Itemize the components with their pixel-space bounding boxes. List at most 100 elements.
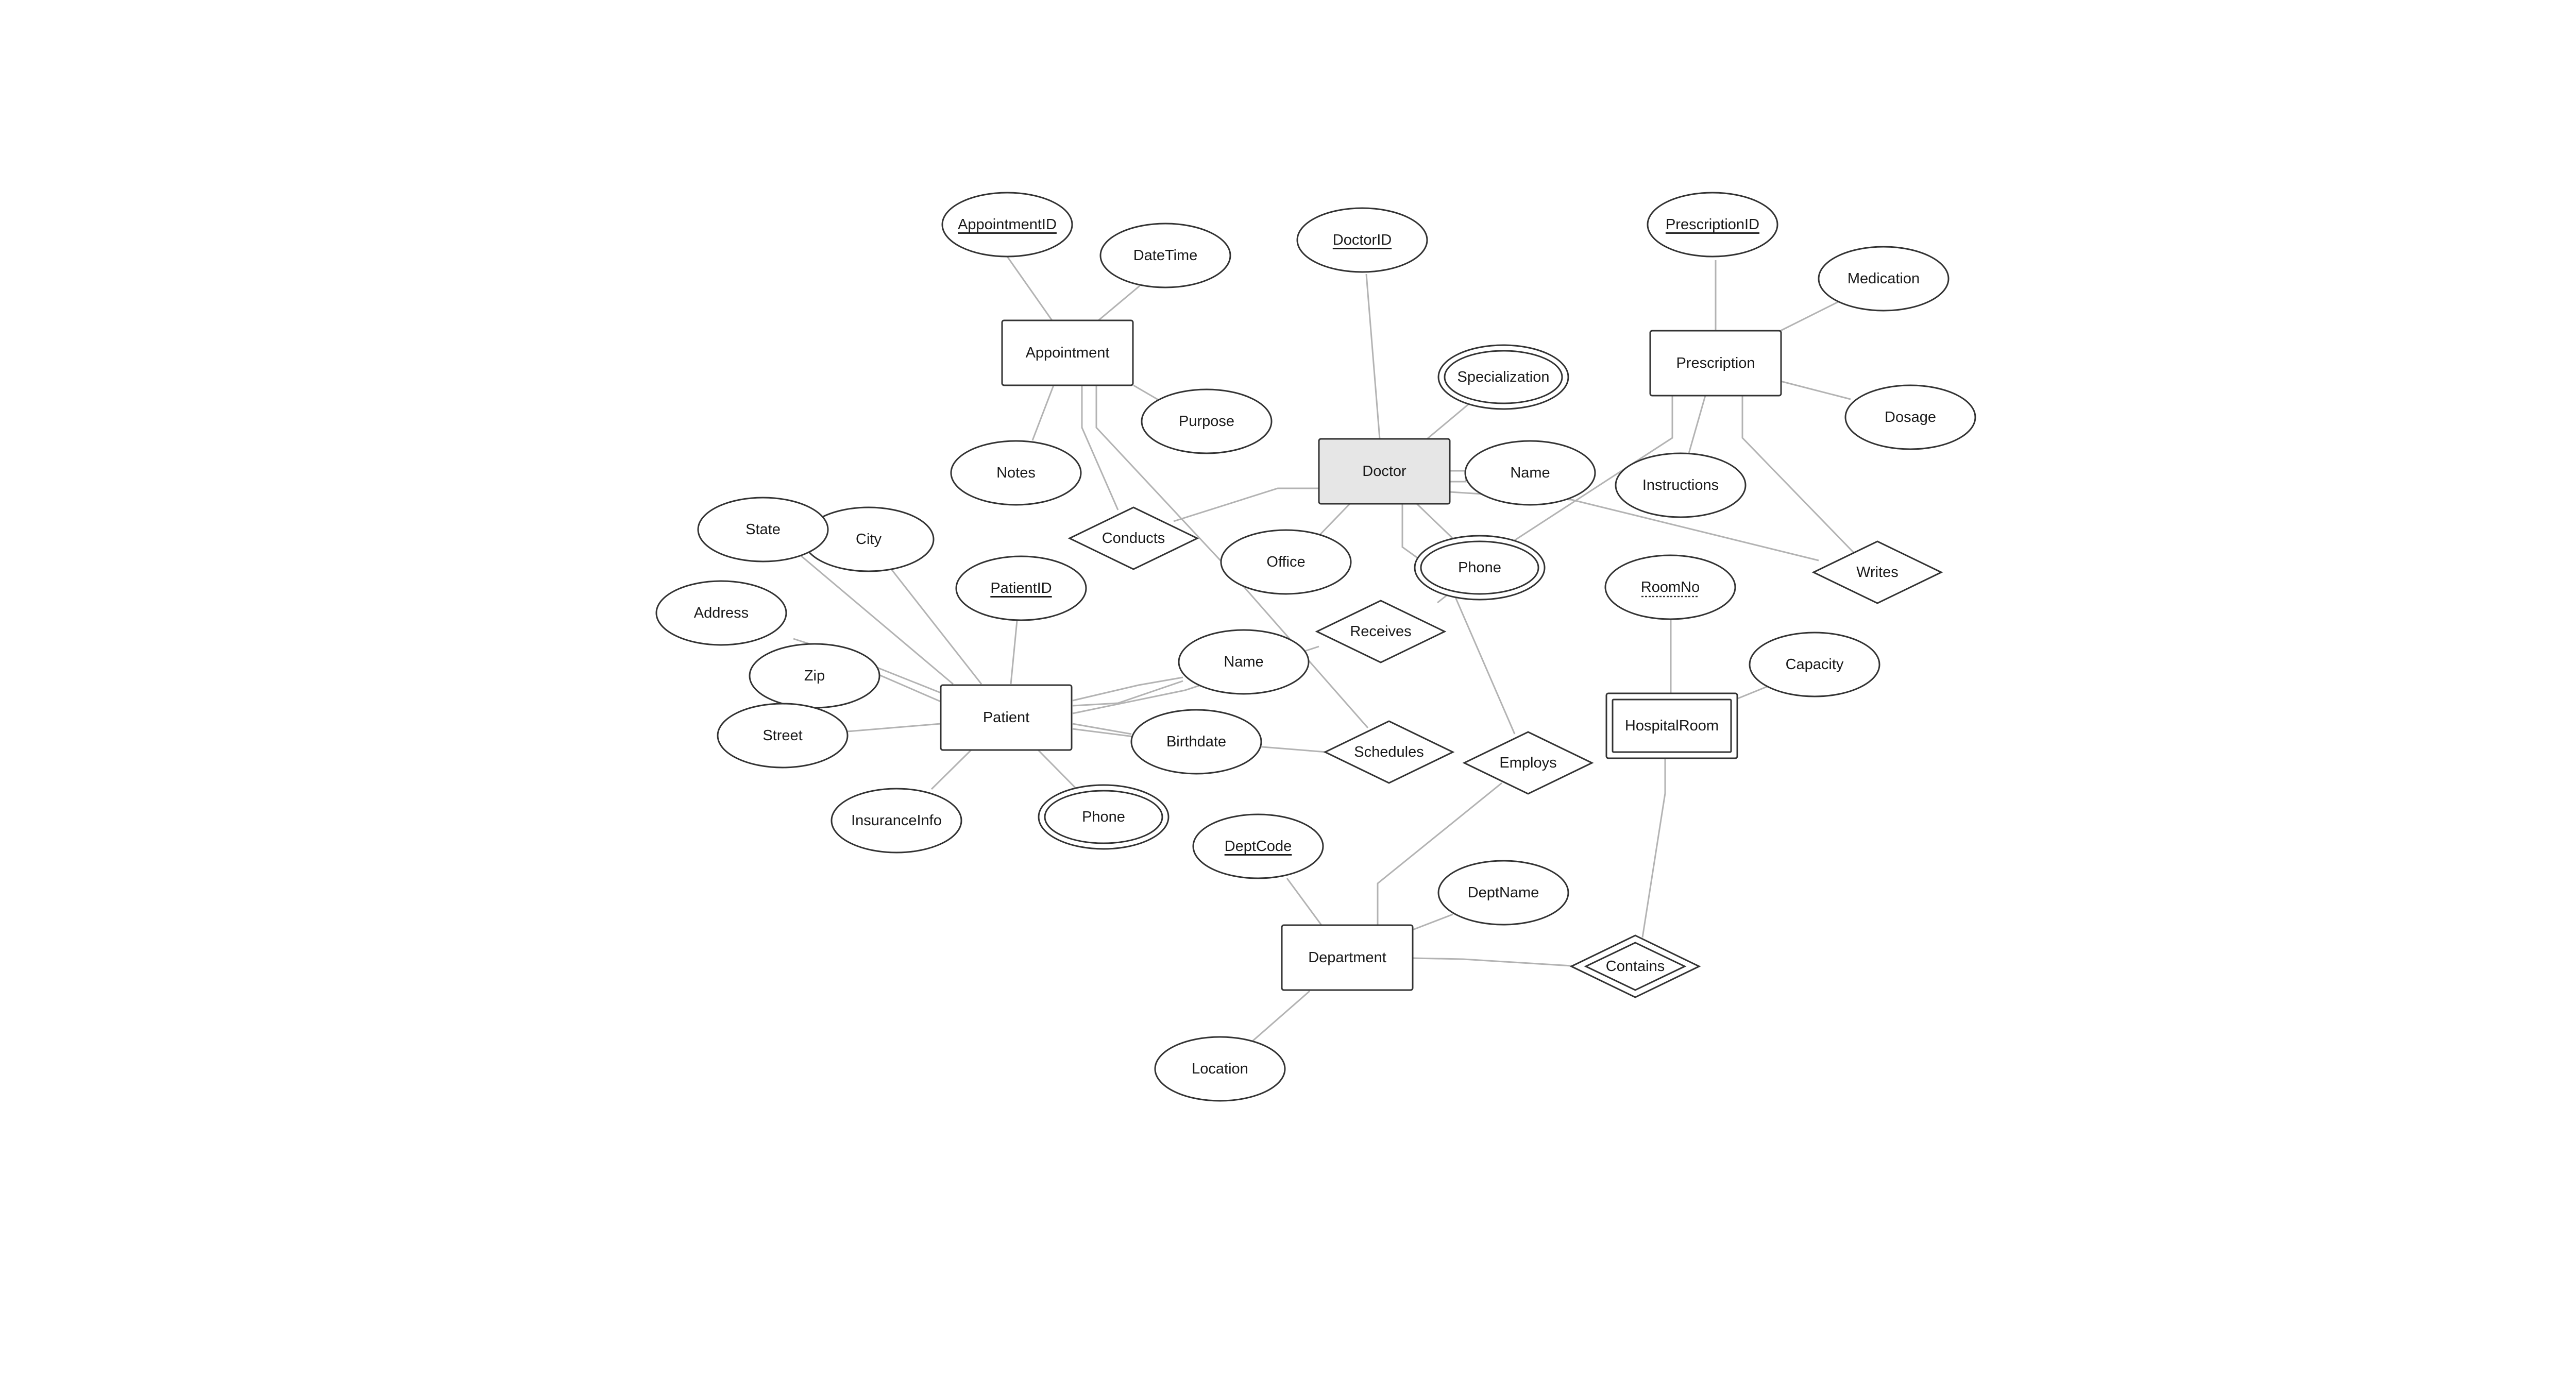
edge-patient-insuranceinfo [930, 749, 972, 790]
attribute-roomno[interactable]: RoomNo [1604, 554, 1736, 620]
relationship-writes[interactable]: Writes [1811, 540, 1943, 604]
attribute-street[interactable]: Street [717, 703, 849, 769]
edge-prescription-writes [1741, 396, 1858, 557]
multivalued-ring [1444, 350, 1563, 404]
entity-appointment-label: Appointment [1026, 345, 1110, 361]
edge-department-deptname [1412, 913, 1453, 931]
edge-doctor-name [1450, 470, 1467, 483]
edge-appointment-purpose [1133, 384, 1159, 401]
attribute-city[interactable]: City [803, 506, 935, 572]
attribute-insuranceinfo[interactable]: InsuranceInfo [831, 788, 962, 854]
entity-hospitalroom-label: HospitalRoom [1625, 718, 1719, 734]
attribute-instructions-label: Instructions [1642, 477, 1719, 493]
attribute-dosage[interactable]: Dosage [1844, 384, 1976, 450]
attribute-zip[interactable]: Zip [749, 643, 880, 709]
attribute-prescriptionid[interactable]: PrescriptionID [1647, 192, 1778, 258]
edge-department-contains [1412, 957, 1572, 967]
attribute-deptname[interactable]: DeptName [1437, 860, 1569, 926]
attribute-patientid-label: PatientID [990, 580, 1052, 597]
entity-patient-label: Patient [983, 709, 1029, 726]
attribute-insuranceinfo-label: InsuranceInfo [851, 812, 942, 829]
identifying-relationship-ring [1584, 942, 1687, 991]
attribute-doctor-name[interactable]: Name [1464, 440, 1596, 506]
edge-appointment-appointmentid [1006, 256, 1053, 321]
attribute-medication-label: Medication [1848, 270, 1920, 287]
attribute-location[interactable]: Location [1154, 1036, 1286, 1102]
attribute-group: AppointmentID DateTime Purpose Notes Doc… [655, 192, 1976, 1102]
attribute-roomno-label: RoomNo [1641, 579, 1700, 595]
relationship-group: Conducts Receives Schedules Employs Writ… [1067, 506, 1943, 998]
attribute-capacity-label: Capacity [1786, 656, 1844, 673]
edge-appointment-datetime [1098, 285, 1140, 321]
edge-patient-state [798, 553, 954, 685]
attribute-notes-label: Notes [996, 465, 1036, 481]
attribute-notes[interactable]: Notes [950, 440, 1082, 506]
attribute-instructions[interactable]: Instructions [1615, 452, 1747, 518]
edge-doctor-office [1319, 503, 1351, 536]
attribute-appointmentid-label: AppointmentID [958, 216, 1057, 233]
edge-department-employs [1377, 782, 1502, 925]
attribute-office[interactable]: Office [1220, 529, 1352, 595]
entity-patient[interactable]: Patient [940, 684, 1073, 751]
attribute-purpose[interactable]: Purpose [1141, 388, 1273, 454]
attribute-doctorid[interactable]: DoctorID [1296, 207, 1428, 273]
relationship-receives[interactable]: Receives [1315, 600, 1447, 663]
attribute-patient-phone[interactable]: Phone [1038, 784, 1170, 850]
attribute-patientid[interactable]: PatientID [955, 555, 1087, 621]
relationship-receives-label: Receives [1350, 623, 1411, 640]
attribute-patient-name-label: Name [1224, 654, 1263, 670]
edge-patient-city [890, 569, 982, 685]
edge-patient-birthdate [1072, 723, 1132, 735]
edge-department-deptcode [1286, 878, 1323, 926]
edge-prescription-instructions [1688, 395, 1706, 454]
entity-group: Appointment Doctor Prescription Patient … [940, 319, 1782, 991]
edge-appointment-conducts [1081, 385, 1119, 510]
relationship-employs-label: Employs [1499, 755, 1556, 771]
edge-patient-patientid [1010, 620, 1018, 685]
entity-department-label: Department [1308, 949, 1386, 966]
attribute-datetime[interactable]: DateTime [1099, 223, 1231, 288]
attribute-address[interactable]: Address [655, 580, 787, 646]
edge-patient-name-2 [1072, 680, 1183, 707]
attribute-doctor-phone-label: Phone [1458, 559, 1501, 576]
attribute-address-label: Address [694, 605, 749, 621]
attribute-deptcode-label: DeptCode [1225, 838, 1292, 855]
relationship-employs[interactable]: Employs [1462, 731, 1594, 795]
attribute-appointmentid[interactable]: AppointmentID [941, 192, 1073, 258]
edge-doctor-doctorid [1365, 274, 1381, 439]
entity-department[interactable]: Department [1281, 924, 1414, 991]
attribute-deptcode[interactable]: DeptCode [1192, 813, 1324, 879]
relationship-schedules[interactable]: Schedules [1323, 720, 1455, 784]
attribute-capacity[interactable]: Capacity [1749, 632, 1880, 697]
edge-prescription-dosage [1780, 380, 1851, 400]
relationship-schedules-label: Schedules [1354, 744, 1423, 760]
attribute-dosage-label: Dosage [1885, 409, 1936, 425]
edge-conducts-doctor [1173, 487, 1319, 522]
attribute-zip-label: Zip [804, 668, 825, 684]
attribute-birthdate[interactable]: Birthdate [1130, 709, 1262, 775]
relationship-contains[interactable]: Contains [1569, 934, 1701, 998]
relationship-conducts[interactable]: Conducts [1067, 506, 1199, 570]
entity-hospitalroom[interactable]: HospitalRoom [1605, 692, 1738, 759]
edge-prescription-phone [1512, 396, 1673, 543]
attribute-specialization[interactable]: Specialization [1437, 344, 1569, 410]
entity-appointment[interactable]: Appointment [1001, 319, 1134, 386]
entity-prescription-label: Prescription [1676, 355, 1755, 371]
attribute-doctor-phone[interactable]: Phone [1414, 535, 1546, 601]
multivalued-ring [1044, 790, 1163, 844]
attribute-office-label: Office [1266, 554, 1305, 570]
attribute-street-label: Street [762, 727, 802, 744]
edge-patient-street [847, 723, 941, 732]
edge-prescription-medication [1780, 298, 1845, 332]
entity-doctor[interactable]: Doctor [1318, 438, 1451, 505]
entity-prescription[interactable]: Prescription [1649, 330, 1782, 397]
attribute-prescriptionid-label: PrescriptionID [1666, 216, 1759, 233]
attribute-patient-phone-label: Phone [1082, 809, 1125, 825]
attribute-medication[interactable]: Medication [1818, 246, 1950, 312]
entity-doctor-label: Doctor [1362, 463, 1406, 480]
edge-patient-phone [1037, 749, 1077, 789]
attribute-location-label: Location [1192, 1061, 1248, 1077]
attribute-purpose-label: Purpose [1179, 413, 1234, 430]
attribute-patient-name[interactable]: Name [1178, 629, 1310, 695]
attribute-state[interactable]: State [697, 497, 829, 563]
